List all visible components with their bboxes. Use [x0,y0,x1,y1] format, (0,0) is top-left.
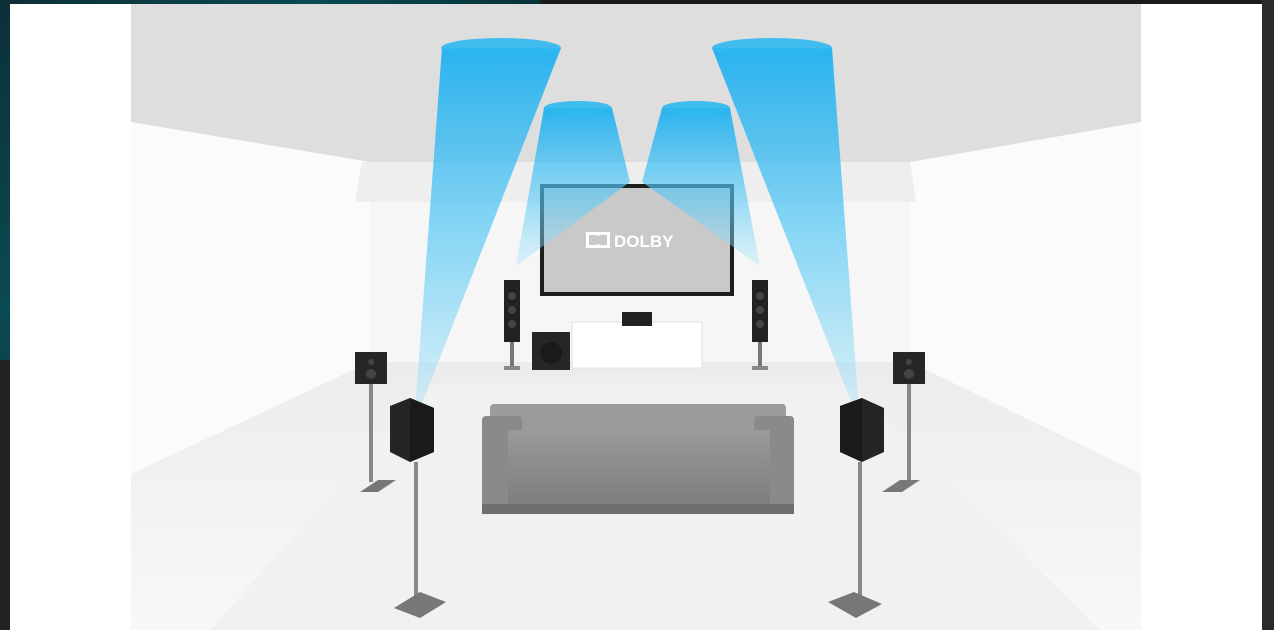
center-speaker [622,312,652,326]
ceiling [131,4,1141,162]
dolby-logo-text: DOLBY [614,232,674,251]
home-theater-illustration: DOLBY [10,4,1262,630]
media-console [572,322,702,368]
background-right-strip [1262,0,1274,630]
image-panel: DOLBY [10,4,1262,630]
dolby-double-d-icon [586,232,610,248]
sofa [482,404,794,514]
